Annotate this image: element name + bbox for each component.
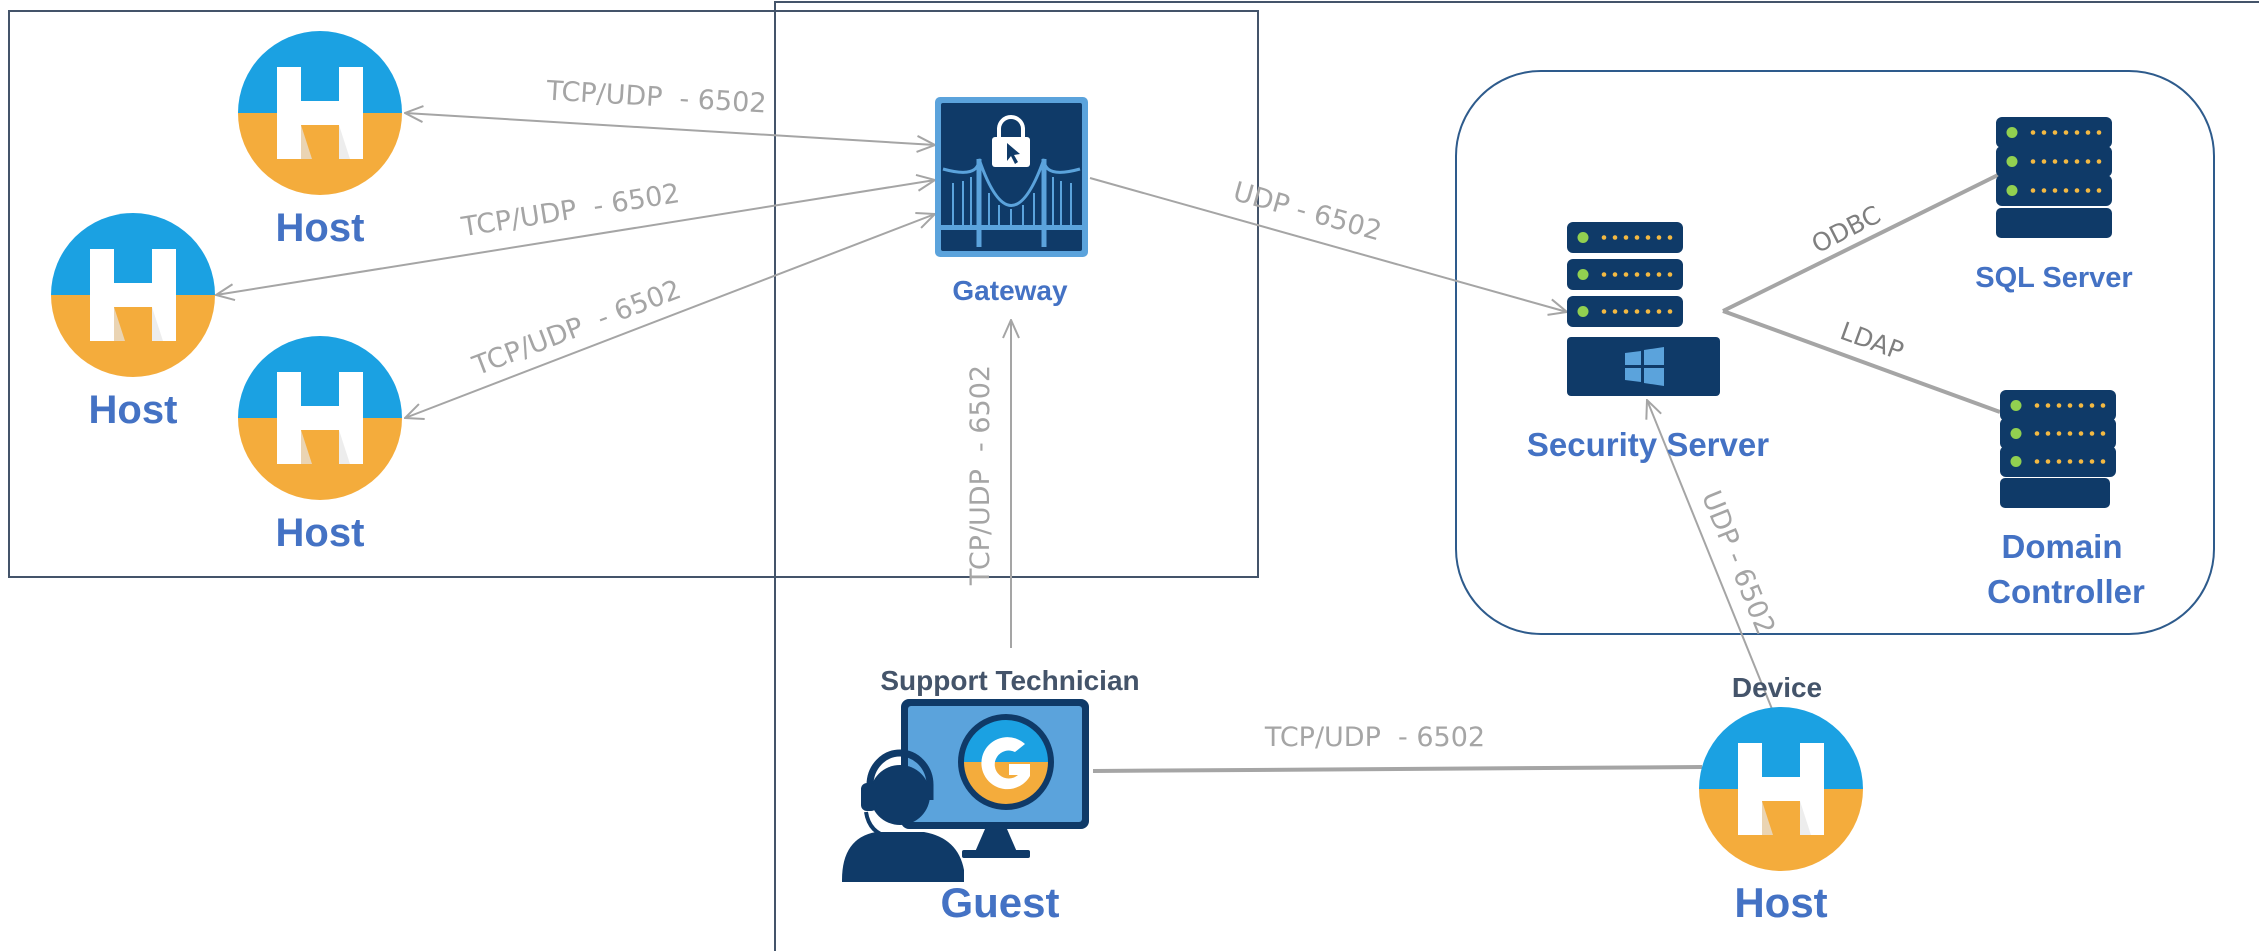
link-host3-gateway <box>405 214 935 418</box>
host-label: Host <box>276 206 365 250</box>
host-label: Host <box>1734 879 1827 926</box>
label-host1-gateway: TCP/UDP - 6502 <box>545 75 768 119</box>
host-label: Host <box>89 388 178 432</box>
server-rack-icon <box>1567 222 1720 396</box>
label-guest-device: TCP/UDP - 6502 <box>1264 722 1485 753</box>
link-host1-gateway <box>405 113 935 145</box>
label-guest-gateway: TCP/UDP - 6502 <box>965 365 996 586</box>
gateway-bridge-lock-icon <box>935 97 1088 257</box>
link-device-security <box>1647 400 1773 710</box>
domain-controller-label: Controller <box>1987 573 2145 610</box>
server-rack-icon <box>2000 390 2116 508</box>
domain-controller-label: Domain <box>2001 528 2122 565</box>
server-rack-icon <box>1996 117 2112 238</box>
host-icon <box>1699 707 1863 871</box>
security-server-label: Security Server <box>1527 426 1769 463</box>
sql-server-label: SQL Server <box>1975 262 2132 294</box>
support-technician-label: Support Technician <box>880 665 1139 696</box>
label-gateway-security: UDP - 6502 <box>1230 176 1385 247</box>
device-label: Device <box>1732 672 1822 703</box>
dmz-frame <box>774 1 2259 951</box>
host-icon <box>51 213 215 377</box>
gateway-label: Gateway <box>952 275 1068 306</box>
label-host3-gateway: TCP/UDP - 6502 <box>468 274 686 382</box>
security-zone <box>1455 70 2215 635</box>
host-icon <box>238 336 402 500</box>
link-gateway-security <box>1089 177 1567 312</box>
windows-logo-icon <box>1625 347 1664 386</box>
guest-label: Guest <box>940 879 1059 926</box>
link-security-sql <box>1722 172 2001 313</box>
technician-headset-monitor-icon <box>842 699 1089 882</box>
link-security-dc <box>1722 309 2001 414</box>
host-label: Host <box>276 511 365 555</box>
label-device-security: UDP - 6502 <box>1695 486 1781 639</box>
label-host2-gateway: TCP/UDP - 6502 <box>459 178 682 243</box>
link-guest-device <box>1092 765 1703 773</box>
hosts-frame <box>8 10 1259 578</box>
host-icon <box>238 31 402 195</box>
